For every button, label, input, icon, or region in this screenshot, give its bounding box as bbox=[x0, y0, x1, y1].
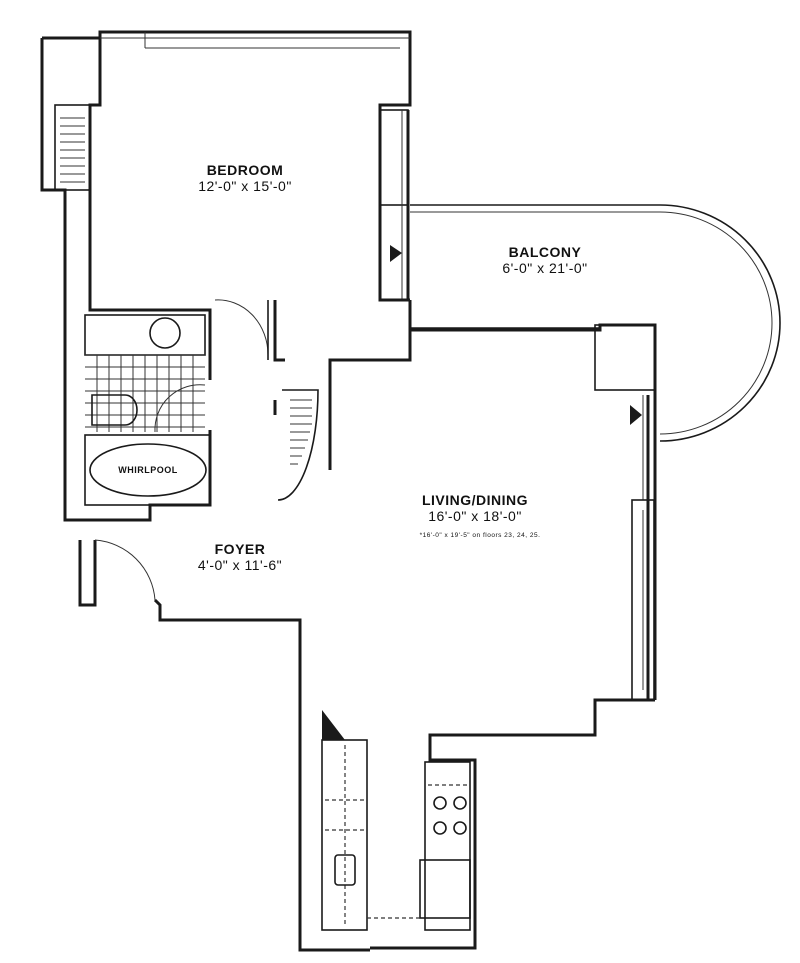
foyer-label: FOYER bbox=[214, 541, 266, 557]
sink-icon bbox=[149, 317, 181, 349]
foyer-elements bbox=[78, 299, 370, 952]
living-walls bbox=[328, 300, 657, 950]
burner-icon bbox=[453, 821, 467, 835]
whirlpool-tub-icon bbox=[89, 443, 207, 497]
bedroom-walls bbox=[40, 30, 412, 300]
foyer-closet-hatch bbox=[290, 399, 312, 465]
bedroom-closet-hatch bbox=[60, 117, 85, 183]
balcony-dimensions: 6'-0" x 21'-0" bbox=[502, 260, 588, 276]
burner-icon bbox=[433, 796, 447, 810]
whirlpool-label: WHIRLPOOL bbox=[118, 465, 178, 475]
foyer-dimensions: 4'-0" x 11'-6" bbox=[197, 557, 283, 573]
refrigerator-icon bbox=[419, 859, 471, 919]
living-dining-note: *16'-0" x 19'-5" on floors 23, 24, 25. bbox=[419, 532, 541, 539]
living-dining-dimensions: 16'-0" x 18'-0" bbox=[428, 508, 522, 524]
toilet-icon bbox=[91, 394, 138, 426]
bedroom-label: BEDROOM bbox=[206, 162, 284, 178]
bathroom bbox=[63, 300, 212, 522]
bedroom-balcony-door bbox=[378, 110, 410, 302]
burner-icon bbox=[453, 796, 467, 810]
bath-tile-grid bbox=[85, 354, 205, 432]
bedroom-dimensions: 12'-0" x 15'-0" bbox=[198, 178, 292, 194]
living-dining-label: LIVING/DINING bbox=[421, 492, 529, 508]
burner-icon bbox=[433, 821, 447, 835]
balcony-label: BALCONY bbox=[508, 244, 582, 260]
balcony-outline bbox=[410, 204, 781, 442]
kitchen bbox=[321, 739, 471, 931]
kitchen-sink-icon bbox=[334, 854, 356, 886]
